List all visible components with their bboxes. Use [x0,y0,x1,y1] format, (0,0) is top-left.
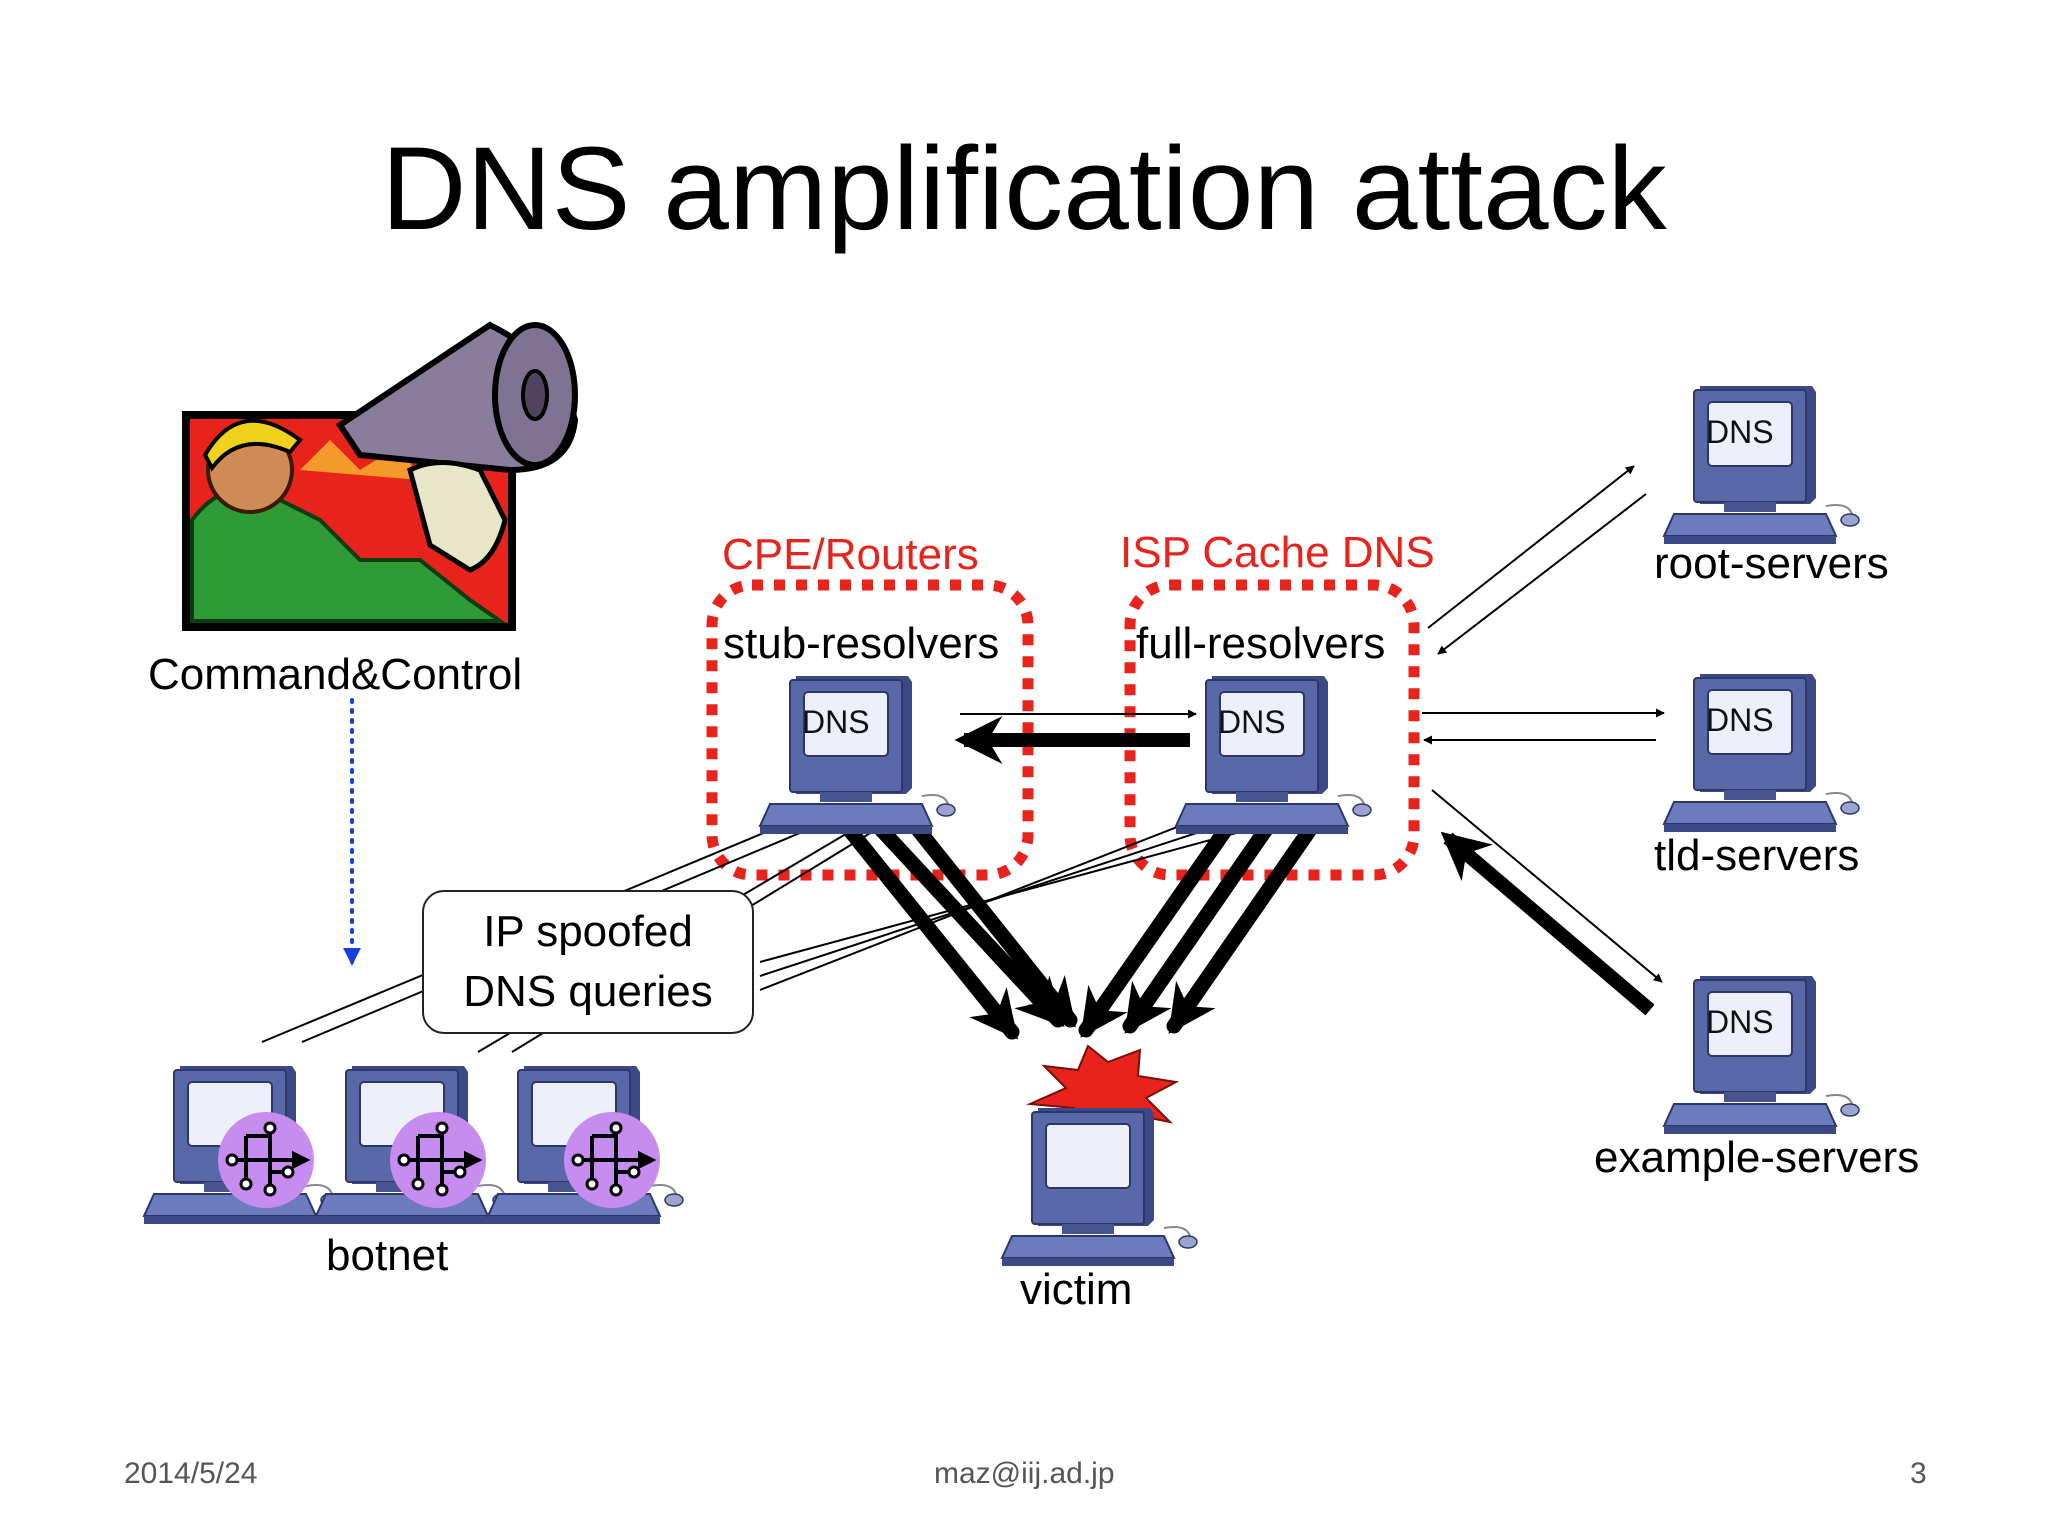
victim-computer-icon [1001,1107,1198,1267]
cpe-routers-label: CPE/Routers [722,530,979,579]
dns-screen-label: DNS [802,704,870,740]
spoofed-queries-callout: IP spoofed DNS queries [422,890,754,1034]
dns-screen-label: DNS [1218,704,1286,740]
full-resolvers-label: full-resolvers [1136,619,1386,668]
tld-servers-label: tld-servers [1654,831,1860,880]
footer-page-number: 3 [1910,1457,1927,1490]
full-resolver-computer-icon [1175,675,1372,835]
tld-server-computer-icon [1663,673,1860,833]
footer-author: maz@iij.ad.jp [934,1457,1115,1490]
callout-line-1: IP spoofed [483,907,693,956]
dns-screen-label: DNS [1706,414,1774,450]
botnet-router-badge-icon [562,1110,662,1210]
root-servers-label: root-servers [1654,539,1889,588]
botnet-router-badge-icon [388,1110,488,1210]
footer-date: 2014/5/24 [124,1457,258,1490]
cpe-routers-group [706,579,1034,881]
megaphone-operator-icon [182,321,579,631]
botnet-router-badge-icon [216,1110,316,1210]
example-server-computer-icon [1663,975,1860,1135]
dns-screen-label: DNS [1706,1004,1774,1040]
botnet-label: botnet [326,1231,449,1280]
root-server-computer-icon [1663,385,1860,545]
stub-resolvers-label: stub-resolvers [723,619,1000,668]
callout-line-2: DNS queries [463,967,713,1016]
victim-label: victim [1020,1265,1133,1314]
command-control-label: Command&Control [148,650,523,699]
dns-screen-label: DNS [1706,702,1774,738]
stub-resolver-computer-icon [759,675,956,835]
isp-cache-dns-label: ISP Cache DNS [1120,528,1435,577]
example-servers-label: example-servers [1594,1133,1920,1182]
slide-title: DNS amplification attack [381,123,1667,255]
